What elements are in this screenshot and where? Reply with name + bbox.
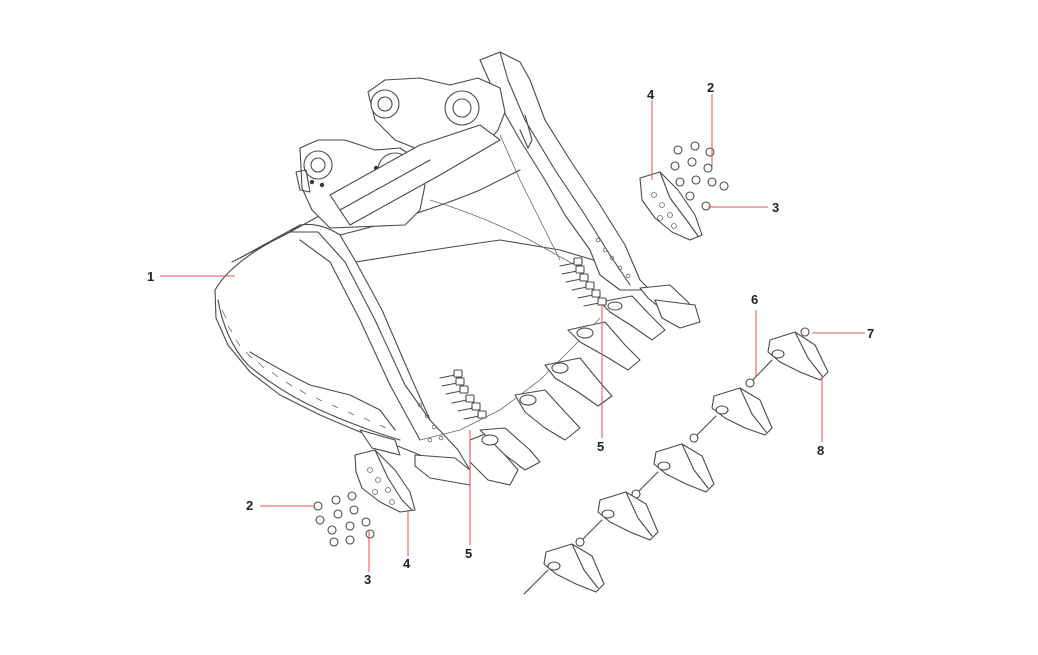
lip-adapters [469,284,701,486]
tooth-3 [631,443,715,499]
side-plate-holes-right [595,237,631,279]
callout-4-upper: 4 [647,87,655,102]
callout-2-upper: 2 [707,80,715,95]
callout-6: 6 [751,292,759,307]
mounting-brackets [295,77,506,229]
callout-5-upper: 5 [597,439,605,454]
callout-4-lower: 4 [403,556,411,571]
side-cutter-lower [354,449,416,513]
nuts-washers-upper [670,141,729,211]
callout-1: 1 [147,269,155,284]
callout-7: 7 [867,326,875,341]
leader-lines [160,94,865,572]
bolts-upper-group [559,257,607,307]
bucket-body [214,51,651,486]
tooth-1 [745,327,829,388]
tooth-4 [575,491,659,547]
callout-2-lower: 2 [246,498,254,513]
nuts-washers-lower [313,491,375,547]
callout-3-lower: 3 [364,572,372,587]
tooth-2 [689,387,773,443]
callout-3-upper: 3 [772,200,780,215]
side-cutter-upper [639,171,703,241]
bolts-lower-group [439,369,487,420]
callout-5-lower: 5 [465,546,473,561]
tooth-5 [523,543,605,595]
bucket-teeth [523,327,829,595]
callout-8: 8 [817,443,825,458]
side-plate-holes-left [417,402,444,443]
